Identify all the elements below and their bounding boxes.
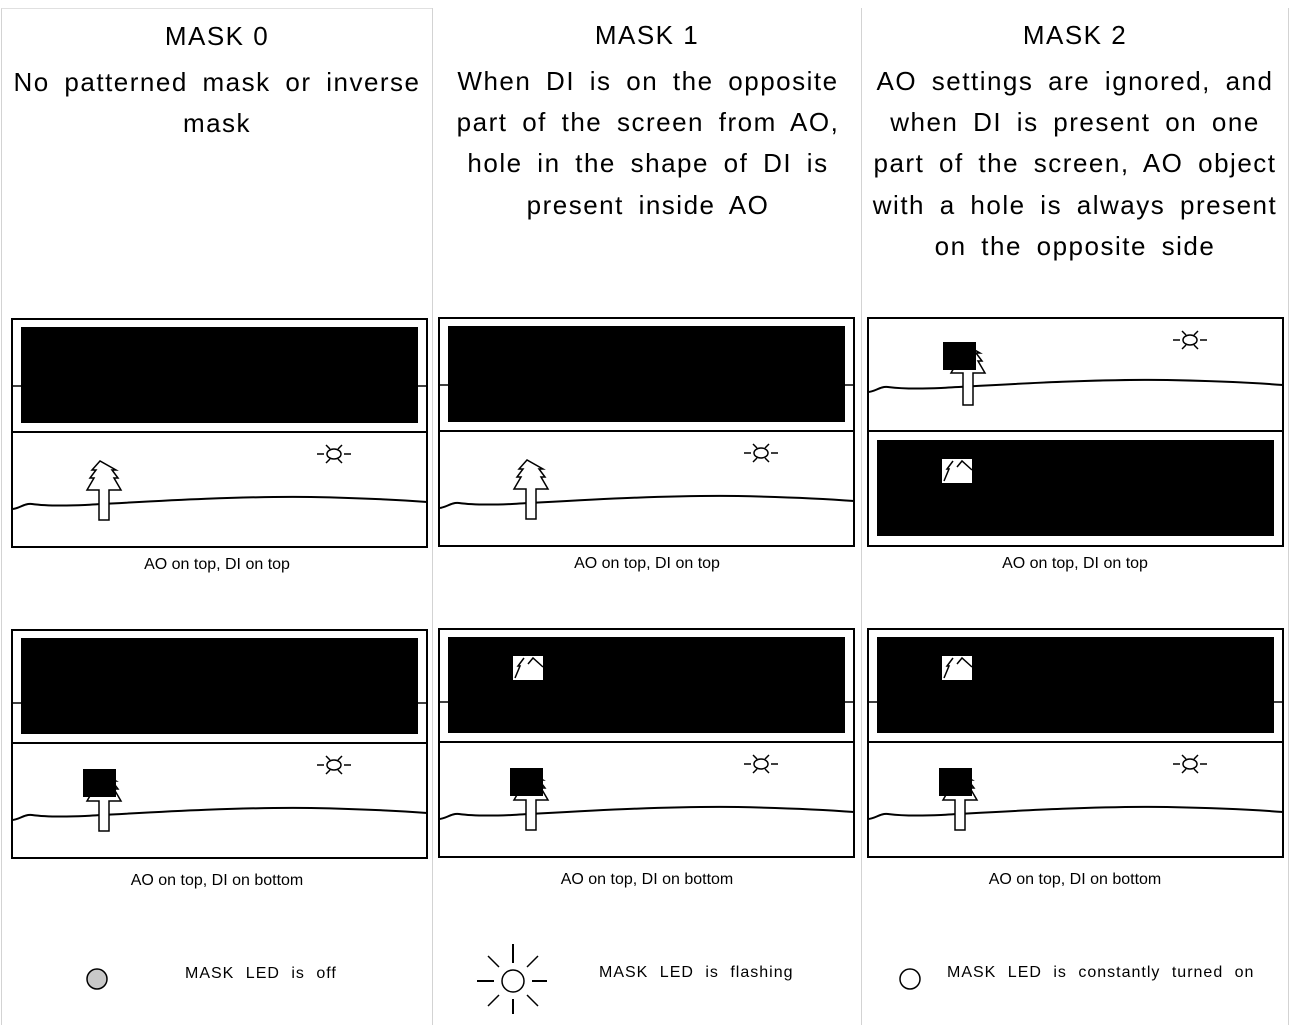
tree-icon xyxy=(512,459,550,520)
mask-0-description: No patterned mask or inverse mask xyxy=(13,67,421,139)
ground-line xyxy=(867,378,1284,393)
tree-icon xyxy=(510,768,550,831)
mask-1-led-text: MASK LED is flashing xyxy=(599,964,794,981)
mask-2-caption-bottom: AO on top, DI on bottom xyxy=(988,871,1162,888)
mask-0-ao-top-di-top-scene xyxy=(11,318,428,548)
ground-line xyxy=(867,805,1284,820)
mask-2-caption-top: AO on top, DI on top xyxy=(1002,555,1148,572)
tree-icon xyxy=(85,460,123,521)
mask-1-caption-top: AO on top, DI on top xyxy=(574,555,720,572)
ground-line xyxy=(438,805,855,820)
led-off-icon xyxy=(86,968,108,990)
mask-1-column: MASK 1 When DI is on the opposite part o… xyxy=(432,8,861,1025)
led-on-icon xyxy=(899,968,921,990)
mask-0-title: MASK 0 xyxy=(164,21,270,51)
sun-icon xyxy=(744,443,778,463)
di-shaped-hole xyxy=(942,459,973,483)
mask-0-led-legend: MASK LED is off xyxy=(2,934,432,1014)
sun-icon xyxy=(744,754,778,774)
mask-1-ao-top-di-bottom-scene xyxy=(438,628,855,858)
di-shaped-hole xyxy=(942,656,973,680)
sun-icon xyxy=(1173,754,1207,774)
ao-object-block xyxy=(448,326,845,422)
mask-0-ao-top-di-bottom-scene xyxy=(11,629,428,859)
sun-icon xyxy=(1173,330,1207,350)
mask-2-column: MASK 2 AO settings are ignored, and when… xyxy=(861,8,1289,1025)
ao-object-block xyxy=(21,327,418,423)
mask-2-led-text: MASK LED is constantly turned on xyxy=(947,964,1255,981)
di-object-block xyxy=(83,769,116,797)
ground-line xyxy=(11,495,428,510)
mask-0-caption-bottom: AO on top, DI on bottom xyxy=(130,872,304,889)
led-flashing-icon xyxy=(477,944,547,1014)
tree-icon xyxy=(939,768,979,831)
ground-line xyxy=(11,806,428,821)
di-object-block xyxy=(939,768,972,796)
ao-object-block xyxy=(448,637,845,733)
mask-2-description: AO settings are ignored, and when DI is … xyxy=(872,66,1278,261)
sun-icon xyxy=(317,755,351,775)
mask-1-led-legend: MASK LED is flashing xyxy=(433,933,861,1014)
mask-1-description: When DI is on the opposite part of the s… xyxy=(456,66,840,220)
mask-0-column: MASK 0 No patterned mask or inverse mask… xyxy=(1,8,432,1025)
mask-1-caption-bottom: AO on top, DI on bottom xyxy=(560,871,734,888)
di-shaped-hole xyxy=(513,656,544,680)
mask-2-title: MASK 2 xyxy=(1022,20,1128,50)
ao-object-block xyxy=(877,637,1274,733)
di-object-block xyxy=(510,768,543,796)
ao-object-block xyxy=(877,440,1274,536)
di-object-block xyxy=(943,342,976,370)
sun-icon xyxy=(317,444,351,464)
ground-line xyxy=(438,494,855,509)
ao-object-block xyxy=(21,638,418,734)
mask-1-title: MASK 1 xyxy=(594,20,700,50)
mask-2-ao-top-di-top-scene xyxy=(867,317,1284,547)
tree-icon xyxy=(943,342,987,406)
tree-icon xyxy=(83,769,123,832)
mask-2-ao-top-di-bottom-scene xyxy=(867,628,1284,858)
mask-0-led-text: MASK LED is off xyxy=(185,965,337,982)
mask-2-led-legend: MASK LED is constantly turned on xyxy=(862,933,1288,1013)
mask-0-caption-top: AO on top, DI on top xyxy=(144,556,290,573)
mask-1-ao-top-di-top-scene xyxy=(438,317,855,547)
